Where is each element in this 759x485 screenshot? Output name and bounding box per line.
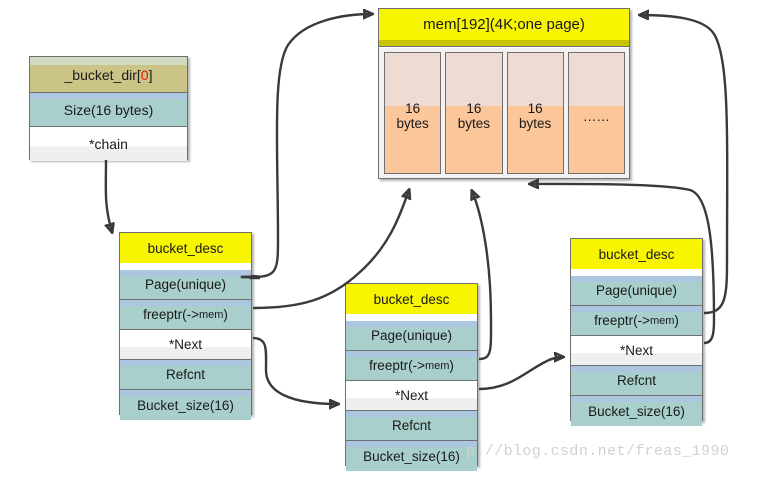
- bucket-dir-index: 0: [140, 66, 149, 83]
- arrow-bucket2-next-to-bucket3: [478, 357, 563, 391]
- bucket-desc-3-freeptr-label: freeptr(->: [594, 313, 650, 328]
- bucket-desc-1-freeptr-sub: mem: [198, 308, 224, 321]
- bucket-desc-1-row-bucketsize: Bucket_size(16): [120, 390, 251, 420]
- bucket-desc-3-row-freeptr: freeptr(->mem): [571, 306, 702, 336]
- bucket-desc-2-row-freeptr: freeptr(->mem): [346, 351, 477, 381]
- bucket-desc-2-row-page: Page(unique): [346, 321, 477, 351]
- bucket-desc-2-freeptr-label: freeptr(->: [369, 358, 425, 373]
- bucket-desc-3-row-next: *Next: [571, 336, 702, 366]
- mem-cell-1-unit: bytes: [457, 116, 491, 131]
- mem-cell-1-size: 16: [466, 101, 482, 116]
- bucket-desc-1-freeptr-label: freeptr(->: [143, 307, 199, 322]
- bucket-desc-2-freeptr-sub: mem: [424, 359, 450, 372]
- mem-cell-0-unit: bytes: [396, 116, 429, 131]
- arrow-chain-to-bucket1: [106, 159, 112, 232]
- bucket-desc-2-row-bucketsize: Bucket_size(16): [346, 441, 477, 471]
- mem-cell-0-size: 16: [405, 101, 421, 116]
- bucket-desc-2: bucket_desc Page(unique) freeptr(->mem) …: [345, 283, 478, 471]
- bucket-dir-box: _bucket_dir[0] Size(16 bytes) *chain: [29, 56, 188, 161]
- bucket-desc-3-freeptr-tail: ): [674, 313, 679, 328]
- arrow-bucket1-next-to-bucket2: [252, 336, 338, 404]
- bucket-desc-1-row-refcnt: Refcnt: [120, 360, 251, 390]
- mem-page-header: mem[192](4K;one page): [379, 9, 629, 40]
- bucket-desc-3: bucket_desc Page(unique) freeptr(->mem) …: [570, 238, 703, 426]
- mem-cell-3-ellipsis: ……: [582, 108, 610, 124]
- bucket-dir-title: _bucket_dir[0]: [30, 57, 187, 93]
- bucket-dir-row-size: Size(16 bytes): [30, 93, 187, 127]
- bucket-desc-3-row-bucketsize: Bucket_size(16): [571, 396, 702, 426]
- bucket-desc-1-row-freeptr: freeptr(->mem): [120, 300, 251, 330]
- bucket-desc-2-row-next: *Next: [346, 381, 477, 411]
- mem-cell-2-unit: bytes: [518, 116, 552, 131]
- bucket-desc-3-row-refcnt: Refcnt: [571, 366, 702, 396]
- mem-page-header-shadow: [379, 40, 629, 47]
- bucket-dir-row-chain: *chain: [30, 127, 187, 161]
- bucket-desc-1-title: bucket_desc: [120, 233, 251, 263]
- bucket-desc-2-row-refcnt: Refcnt: [346, 411, 477, 441]
- bucket-dir-name-suffix: ]: [148, 66, 153, 83]
- bucket-desc-1-row-page: Page(unique): [120, 270, 251, 300]
- watermark-text: p://blog.csdn.net/freas_1990: [466, 443, 730, 460]
- arrow-bucket1-page-to-mem: [252, 14, 372, 279]
- bucket-desc-2-freeptr-tail: ): [449, 358, 454, 373]
- bucket-dir-name-prefix: _bucket_dir[: [64, 66, 141, 83]
- bucket-desc-1-row-next: *Next: [120, 330, 251, 360]
- mem-cell-3: ……: [567, 52, 625, 174]
- bucket-desc-2-title: bucket_desc: [346, 284, 477, 314]
- bucket-desc-3-title: bucket_desc: [571, 239, 702, 269]
- bucket-desc-3-freeptr-sub: mem: [649, 314, 675, 327]
- mem-cell-2-size: 16: [527, 101, 543, 116]
- bucket-desc-1-freeptr-tail: ): [223, 307, 228, 322]
- bucket-desc-1: bucket_desc Page(unique) freeptr(->mem) …: [119, 232, 252, 420]
- bucket-desc-3-row-page: Page(unique): [571, 276, 702, 306]
